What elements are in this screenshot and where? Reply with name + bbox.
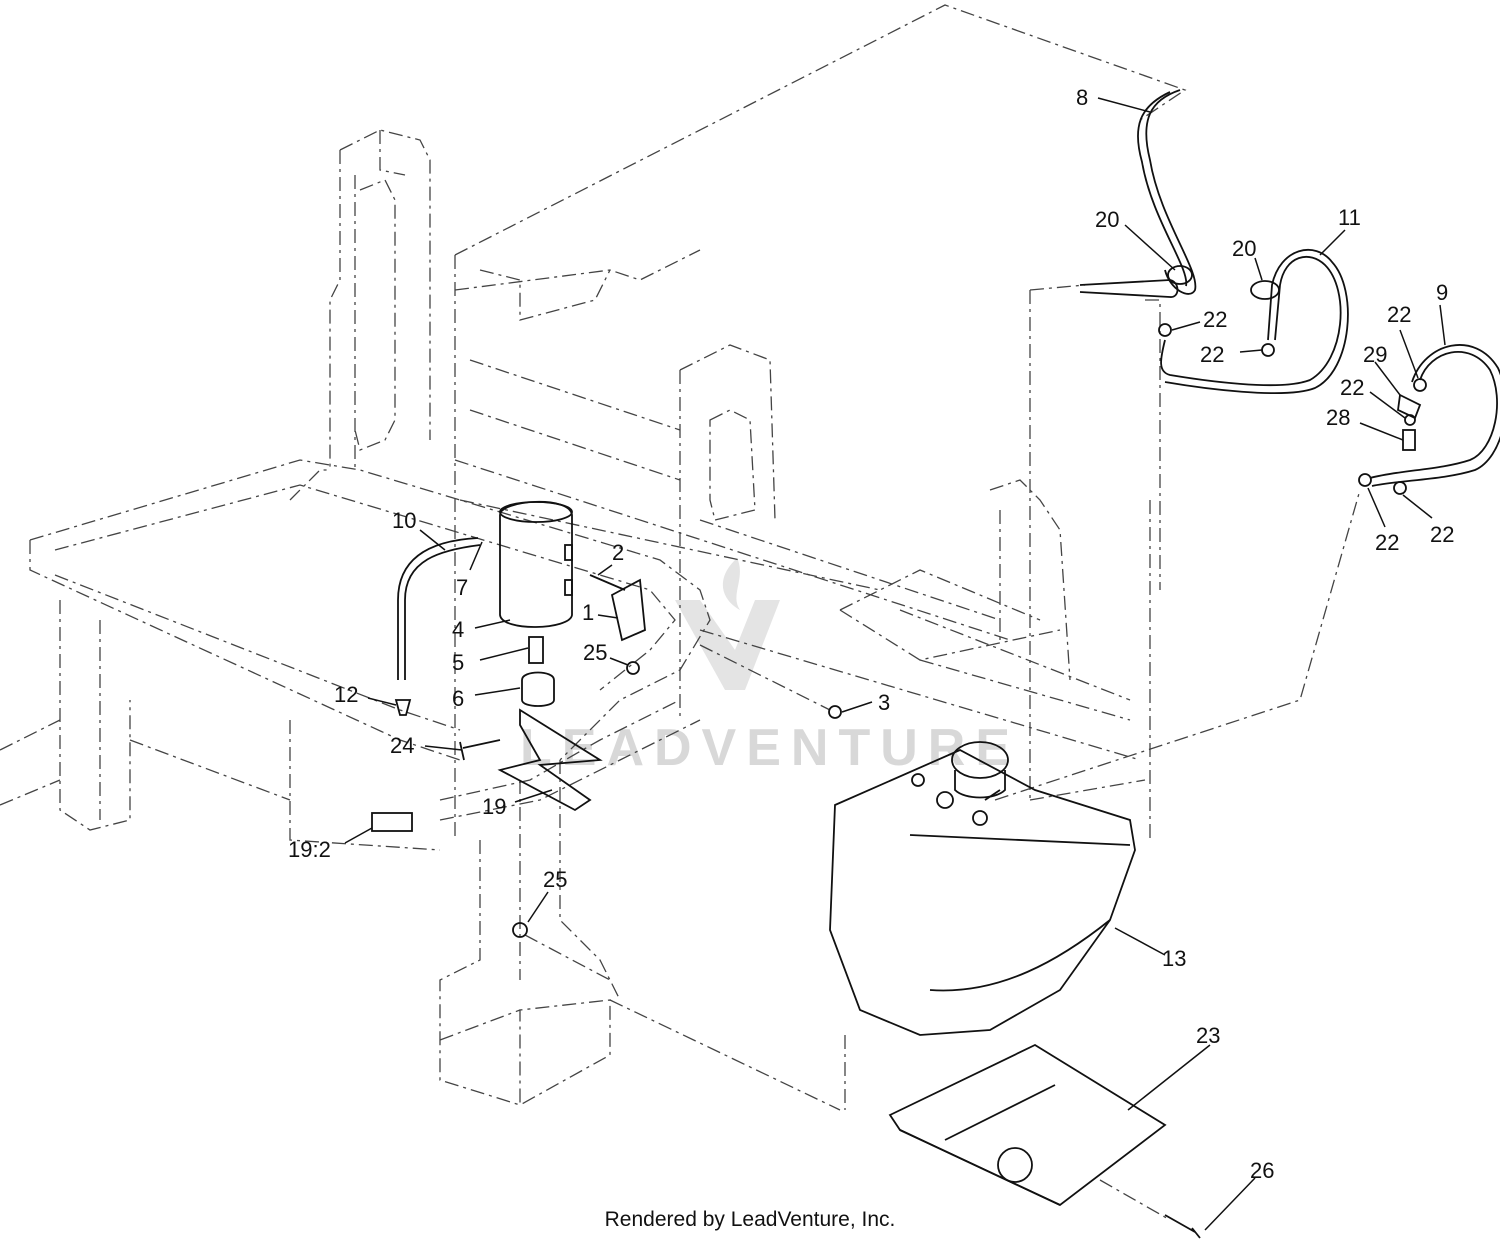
- hose-8: [1145, 89, 1197, 295]
- callout-26: 26: [1250, 1158, 1274, 1183]
- clamp-20a: [1167, 265, 1193, 285]
- hose-9-inner: [1371, 344, 1500, 487]
- callout-25: 25: [543, 867, 567, 892]
- callout-7: 7: [456, 575, 468, 600]
- callout-23: 23: [1196, 1023, 1220, 1048]
- callout-22: 22: [1340, 375, 1364, 400]
- fuel-filter-canister: [499, 500, 573, 628]
- callout-19: 19: [482, 794, 506, 819]
- callout-20: 20: [1095, 207, 1119, 232]
- callout-25: 25: [583, 640, 607, 665]
- callout-3: 3: [878, 690, 890, 715]
- nut-25b: [512, 922, 528, 938]
- footer-credit: Rendered by LeadVenture, Inc.: [604, 1208, 896, 1231]
- clamp-22d: [1404, 414, 1416, 426]
- callout-24: 24: [390, 733, 414, 758]
- spacer: [528, 636, 544, 664]
- clamp-12: [394, 699, 412, 716]
- hose-10-inner: [397, 537, 479, 680]
- fuel-pump: [521, 671, 555, 707]
- callout-2: 2: [612, 540, 624, 565]
- hose-11: [1160, 255, 1342, 387]
- chassis-frame: [0, 4, 1361, 1221]
- pin: [459, 739, 501, 761]
- skid-plate: [888, 1043, 1167, 1207]
- fitting-28: [1402, 429, 1416, 451]
- callout-4: 4: [452, 617, 464, 642]
- mounting-bracket: [610, 578, 646, 642]
- callouts: 8 20 20 11 9 22 22 22 22 22 22 29 28 10 …: [288, 85, 1454, 1183]
- callout-28: 28: [1326, 405, 1350, 430]
- callout-20: 20: [1232, 236, 1256, 261]
- watermark-logo-icon: [675, 560, 780, 690]
- nut-25a: [626, 661, 640, 675]
- callout-22: 22: [1203, 307, 1227, 332]
- callout-1: 1: [582, 600, 594, 625]
- clamp-22a: [1158, 323, 1172, 337]
- callout-22: 22: [1200, 342, 1224, 367]
- fuel-tank: [829, 741, 1136, 1036]
- bolt-26: [1164, 1214, 1201, 1239]
- callout-6: 6: [452, 686, 464, 711]
- clamp-22f: [1393, 481, 1407, 495]
- clamp-20b: [1250, 280, 1280, 300]
- bolt: [589, 574, 626, 591]
- hose-10: [404, 544, 481, 680]
- callout-11: 11: [1338, 205, 1361, 230]
- nut-3: [828, 705, 842, 719]
- decal: [371, 812, 413, 832]
- clamp-22c: [1413, 378, 1427, 392]
- callout-22: 22: [1375, 530, 1399, 555]
- callout-19-2: 19:2: [288, 837, 331, 862]
- hose-8-inner: [1137, 91, 1188, 287]
- clamp-22b: [1261, 343, 1275, 357]
- callout-9: 9: [1436, 280, 1448, 305]
- callout-8: 8: [1076, 85, 1088, 110]
- hose-11-inner: [1164, 248, 1349, 395]
- hose-9: [1369, 351, 1498, 479]
- watermark: LEADVENTURE: [520, 560, 1020, 777]
- callout-22: 22: [1430, 522, 1454, 547]
- callout-5: 5: [452, 650, 464, 675]
- callout-10: 10: [392, 508, 416, 533]
- callout-13: 13: [1162, 946, 1186, 971]
- leader-lines: [344, 97, 1446, 1231]
- parts: [371, 89, 1500, 1239]
- clamp-22e: [1358, 473, 1372, 487]
- watermark-text: LEADVENTURE: [520, 719, 1020, 777]
- callout-12: 12: [334, 682, 358, 707]
- callout-22: 22: [1387, 302, 1411, 327]
- callout-29: 29: [1363, 342, 1387, 367]
- shield: [497, 708, 603, 812]
- hose-20a: [1079, 279, 1179, 298]
